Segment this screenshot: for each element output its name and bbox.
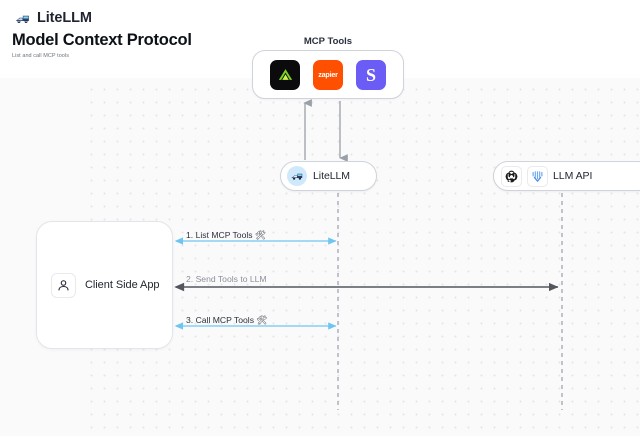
- node-client-label: Client Side App: [85, 279, 160, 291]
- tools-emoji-icon: 🛠: [254, 230, 266, 240]
- node-llm-api[interactable]: LLM API: [493, 161, 640, 191]
- user-icon: [51, 272, 76, 298]
- node-litellm-label: LiteLLM: [313, 170, 351, 182]
- message-3-text: Call MCP Tools: [195, 315, 254, 325]
- triangle-tool-icon[interactable]: [270, 59, 300, 90]
- slack-tool-icon[interactable]: S: [356, 59, 386, 90]
- tools-emoji-icon: 🛠: [256, 315, 268, 325]
- mcp-tools-label: MCP Tools: [303, 36, 353, 47]
- message-2-label: 2. Send Tools to LLM: [186, 274, 267, 284]
- message-3-label: 3. Call MCP Tools 🛠: [186, 315, 267, 326]
- node-llm-api-label: LLM API: [553, 170, 593, 182]
- zapier-tool-icon[interactable]: zapier: [313, 59, 343, 90]
- triangle-glyph: [278, 69, 292, 80]
- message-1-label: 1. List MCP Tools 🛠: [186, 230, 266, 241]
- message-1-step: 1.: [186, 230, 194, 240]
- user-glyph: [58, 279, 69, 291]
- page-subtitle: List and call MCP tools: [12, 53, 69, 59]
- message-3-step: 3.: [186, 315, 194, 325]
- message-1-text: List MCP Tools: [195, 230, 253, 240]
- message-2-step: 2.: [186, 274, 194, 284]
- openai-glyph: [505, 170, 518, 182]
- litellm-logo-icon: [15, 15, 29, 23]
- anthropic-icon: [527, 165, 548, 187]
- slack-letter: S: [365, 64, 376, 85]
- litellm-glyph: [291, 173, 303, 180]
- openai-icon: [501, 165, 522, 187]
- brand-name: LiteLLM: [37, 10, 92, 26]
- page-title: Model Context Protocol: [12, 31, 192, 49]
- litellm-logo-icon: [287, 166, 307, 186]
- node-client-side-app[interactable]: Client Side App: [36, 221, 173, 349]
- node-litellm[interactable]: LiteLLM: [280, 161, 377, 191]
- mcp-tools-group[interactable]: zapier S: [252, 50, 404, 99]
- message-2-text: Send Tools to LLM: [195, 274, 267, 284]
- anthropic-glyph: [532, 170, 543, 182]
- brand: LiteLLM: [14, 8, 92, 28]
- zapier-wordmark: zapier: [318, 70, 338, 79]
